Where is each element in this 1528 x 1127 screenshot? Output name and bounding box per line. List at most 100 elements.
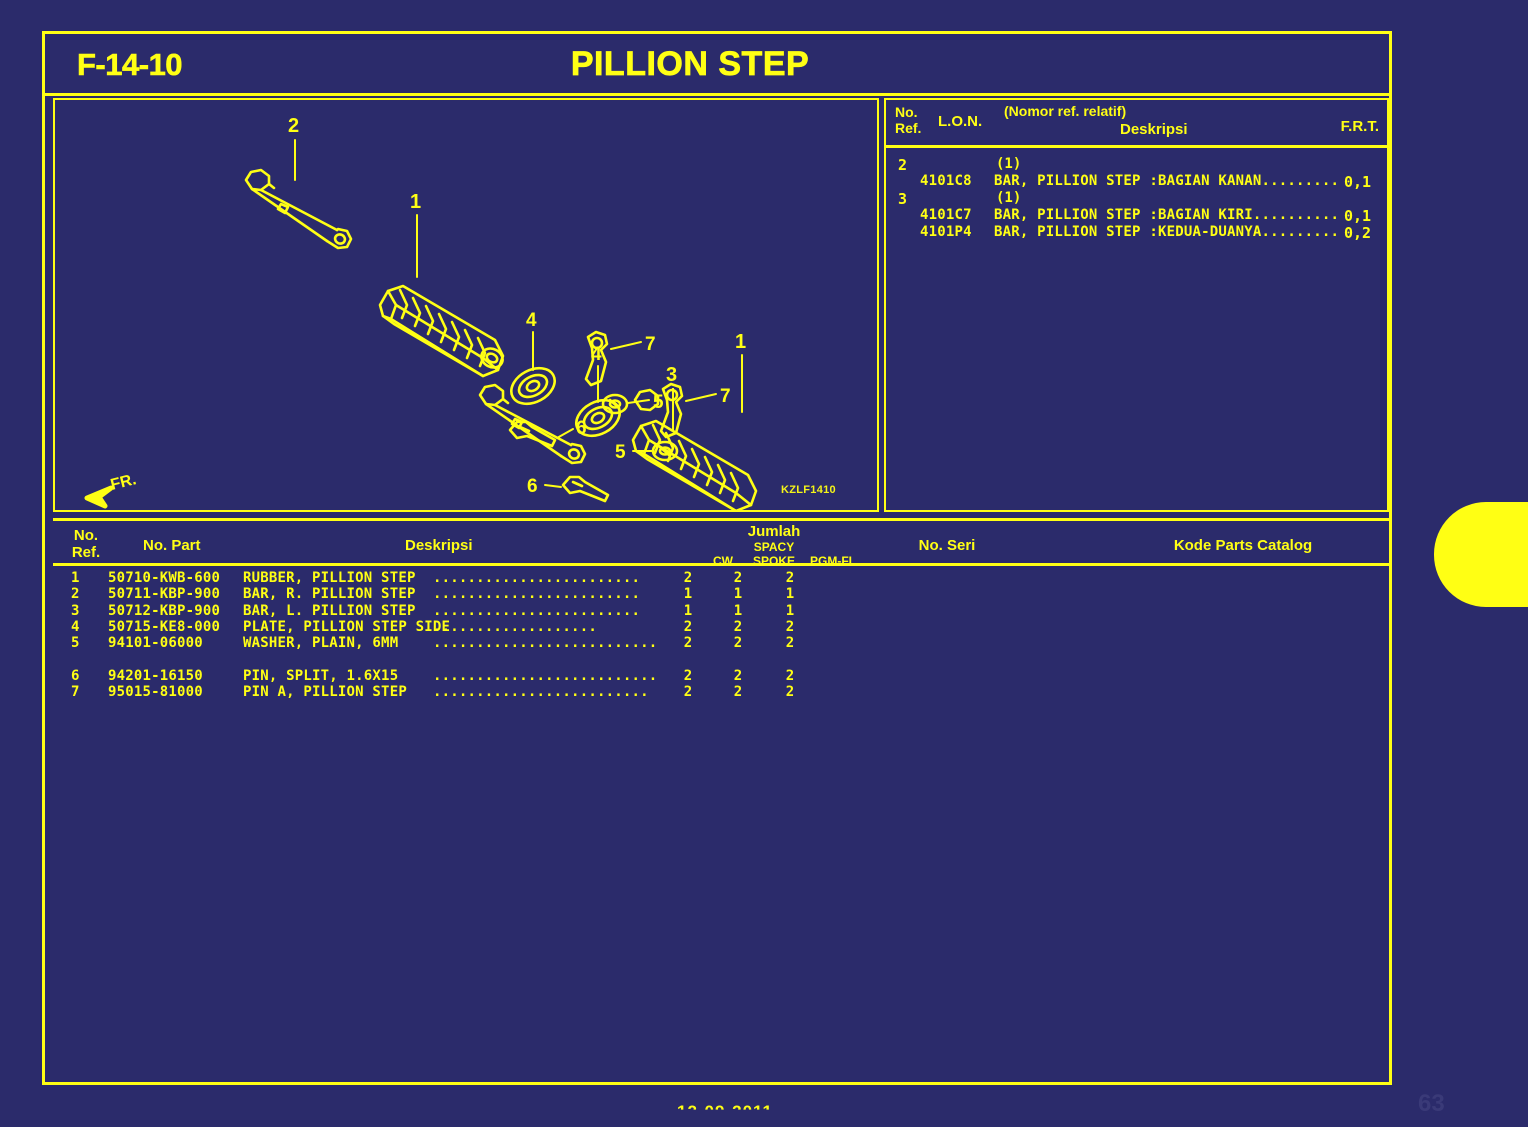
- cell-qty-cw: 1: [683, 602, 693, 619]
- page-frame: [42, 31, 1392, 1085]
- lon-frt-value: 0,1: [1344, 207, 1372, 225]
- cell-no-ref: 7: [71, 684, 80, 701]
- table-row: 7 95015-81000 PIN A, PILLION STEP.........…: [53, 684, 1389, 700]
- cell-deskripsi: BAR, L. PILLION STEP: [243, 602, 416, 619]
- th-pgm-fi: PGM-FI: [810, 554, 852, 568]
- lon-table-body: 2 (1) 4101C8 BAR, PILLION STEP :BAGIAN KANA…: [886, 148, 1387, 510]
- cell-no-ref: 4: [71, 618, 80, 635]
- cell-qty-pgm-fi: 2: [785, 618, 795, 635]
- svg-text:1: 1: [735, 331, 746, 353]
- parts-table-body: 1 50710-KWB-600 RUBBER, PILLION STEP......…: [53, 570, 1389, 1082]
- svg-text:1: 1: [410, 191, 421, 213]
- parts-table-header: No. Ref. No. Part Deskripsi Jumlah SPACY…: [53, 518, 1389, 568]
- lon-part-number: 4101C7: [920, 207, 972, 223]
- illustration-panel: 2 1: [53, 98, 879, 512]
- cell-qty-cw: 2: [683, 570, 693, 586]
- svg-text:4: 4: [526, 310, 537, 331]
- svg-text:2: 2: [288, 115, 299, 137]
- lon-frt-value: 0,2: [1344, 224, 1372, 242]
- cell-qty-cw: 1: [683, 586, 693, 603]
- cell-leader-dots: ...................: [433, 618, 597, 635]
- cell-leader-dots: ........................: [433, 602, 641, 619]
- cell-qty-spoke: 2: [733, 570, 743, 586]
- lon-row: 4101C7 BAR, PILLION STEP :BAGIAN KIRI....…: [886, 207, 1387, 225]
- cell-qty-pgm-fi: 2: [785, 684, 795, 701]
- lon-description: BAR, PILLION STEP :BAGIAN KANAN.........: [994, 173, 1340, 189]
- lon-header-deskripsi: Deskripsi: [1120, 121, 1188, 138]
- lon-header-lon: L.O.N.: [938, 113, 983, 130]
- cell-no-ref: 6: [71, 667, 80, 684]
- lon-header-frt: F.R.T.: [1340, 118, 1379, 135]
- cell-leader-dots: ..........................: [433, 667, 658, 684]
- cell-no-ref: 1: [71, 570, 80, 586]
- lon-panel: No. Ref. L.O.N. (Nomor ref. relatif) Des…: [884, 98, 1389, 512]
- lon-row: 4101P4 BAR, PILLION STEP :KEDUA-DUANYA...…: [886, 224, 1387, 242]
- cell-no-ref: 3: [71, 602, 80, 619]
- lon-row: 4101C8 BAR, PILLION STEP :BAGIAN KANAN...…: [886, 173, 1387, 191]
- cell-qty-pgm-fi: 2: [785, 635, 795, 652]
- title-bar: F-14-10 PILLION STEP: [45, 34, 1389, 96]
- cell-deskripsi: RUBBER, PILLION STEP: [243, 570, 416, 586]
- cell-no-ref: 2: [71, 586, 80, 603]
- th-cw: CW: [713, 554, 733, 568]
- edge-tab-marker: [1434, 502, 1528, 607]
- lon-header-no-ref: No. Ref.: [895, 104, 922, 136]
- lon-description: BAR, PILLION STEP :BAGIAN KIRI..........: [994, 207, 1340, 223]
- cell-qty-spoke: 1: [733, 586, 743, 603]
- cell-deskripsi: BAR, R. PILLION STEP: [243, 586, 416, 603]
- cell-qty-cw: 2: [683, 618, 693, 635]
- lon-table-header: No. Ref. L.O.N. (Nomor ref. relatif) Des…: [886, 100, 1387, 148]
- th-no-part: No. Part: [143, 537, 201, 554]
- title-divider: [45, 93, 1389, 96]
- cell-no-part: 50712-KBP-900: [108, 602, 221, 619]
- cell-no-ref: 5: [71, 635, 80, 652]
- cell-no-part: 95015-81000: [108, 684, 203, 701]
- cell-qty-pgm-fi: 1: [785, 602, 795, 619]
- th-jumlah: Jumlah: [747, 523, 801, 540]
- cell-qty-pgm-fi: 1: [785, 586, 795, 603]
- lon-quantity: (1): [996, 156, 1022, 172]
- th-no-ref: No. Ref.: [71, 527, 101, 561]
- cell-leader-dots: ..........................: [433, 635, 658, 652]
- th-spacy: SPACY: [753, 540, 795, 554]
- lon-quantity: (1): [996, 190, 1022, 206]
- lon-header-relatif: (Nomor ref. relatif): [1004, 103, 1127, 119]
- lon-part-number: 4101C8: [920, 173, 972, 189]
- cell-leader-dots: .........................: [433, 684, 649, 701]
- footer-date: 12-09-2011: [676, 1102, 774, 1121]
- cell-qty-pgm-fi: 2: [785, 667, 795, 684]
- cell-qty-spoke: 2: [733, 667, 743, 684]
- sheet-code: F-14-10: [77, 47, 183, 83]
- lon-row: 3(1): [886, 190, 1387, 208]
- cell-no-part: 94201-16150: [108, 667, 203, 684]
- cell-qty-spoke: 2: [733, 635, 743, 652]
- page-title: PILLION STEP: [570, 45, 810, 84]
- svg-text:3: 3: [666, 364, 677, 386]
- cell-qty-cw: 2: [683, 667, 693, 684]
- lon-ref-number: 2: [898, 156, 908, 174]
- th-no-seri: No. Seri: [918, 537, 976, 554]
- cell-qty-spoke: 1: [733, 602, 743, 619]
- lon-part-number: 4101P4: [920, 224, 972, 240]
- cell-no-part: 50710-KWB-600: [108, 570, 221, 586]
- cell-qty-spoke: 2: [733, 684, 743, 701]
- table-row: 3 50712-KBP-900 BAR, L. PILLION STEP......…: [53, 603, 1389, 619]
- cell-leader-dots: ........................: [433, 586, 641, 603]
- svg-text:6: 6: [576, 418, 587, 439]
- svg-text:6: 6: [527, 476, 538, 497]
- cell-qty-spoke: 2: [733, 618, 743, 635]
- svg-text:5: 5: [615, 442, 626, 463]
- cell-deskripsi: PIN A, PILLION STEP: [243, 684, 407, 701]
- page-number-watermark: 63: [1418, 1090, 1445, 1117]
- svg-text:4: 4: [591, 344, 602, 365]
- lon-description: BAR, PILLION STEP :KEDUA-DUANYA.........: [994, 224, 1340, 240]
- th-spoke: SPOKE: [753, 554, 796, 568]
- diagram-code: KZLF1410: [781, 484, 836, 496]
- cell-qty-cw: 2: [683, 684, 693, 701]
